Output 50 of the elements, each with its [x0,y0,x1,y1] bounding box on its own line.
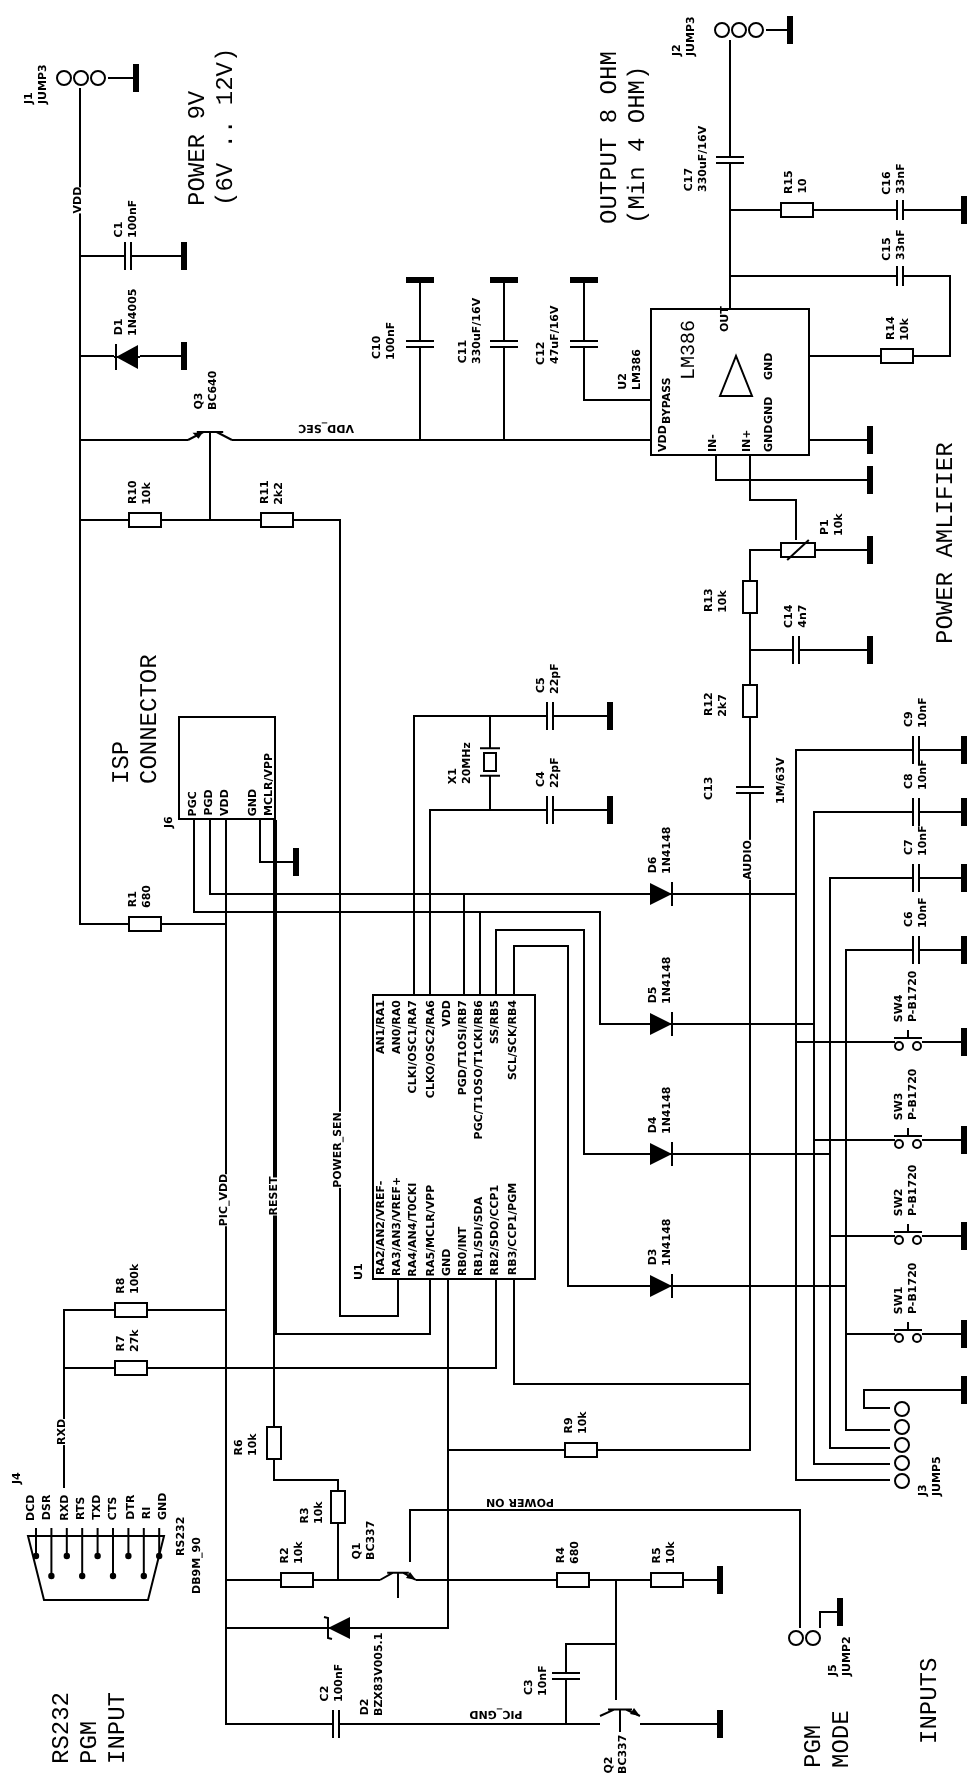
wire [479,911,649,1025]
heading: POWER 9V (6V .. 12V) [184,45,240,206]
heading: PGM MODE [800,1708,856,1768]
wire [829,1235,895,1449]
wire [463,893,649,995]
wire [583,351,651,401]
part-label: LM386 [680,319,704,380]
wire [749,549,781,581]
wire [729,167,781,211]
wire [419,351,505,441]
wire [337,1523,381,1581]
wire [503,351,651,441]
wire [209,459,261,521]
wire [749,717,751,783]
wire [273,1459,339,1491]
wire [809,355,881,357]
wire [147,1279,497,1369]
heading: RS232 PGM INPUT [48,1689,132,1764]
wire [909,275,951,357]
wire [275,819,431,1335]
heading: OUTPUT 8 OHM (Min 4 OHM) [596,49,652,224]
wire [489,791,541,811]
wire [513,945,649,1287]
wire [413,715,491,995]
wire [795,1041,895,1481]
wire [729,39,731,153]
wire [749,613,751,685]
heading: POWER AMLIFIER [932,442,960,644]
wire [293,519,399,1317]
wire [79,519,129,925]
wire [495,929,649,1155]
wire [813,209,891,211]
wire [489,715,541,733]
wire [79,255,121,357]
wire [447,1279,565,1451]
wire [63,1309,115,1369]
wire [63,1367,115,1489]
wire [749,455,797,541]
wire [345,1723,601,1725]
wire [415,1579,557,1581]
wire [273,819,275,1427]
wire [79,439,189,521]
heading: INPUTS [916,1657,944,1744]
wire [409,1509,801,1629]
wire [225,1579,325,1629]
wire [845,1333,895,1431]
heading: ISP CONNECTOR [108,652,164,784]
wire [225,1627,327,1725]
wire [813,1139,895,1465]
wire [565,1579,617,1669]
